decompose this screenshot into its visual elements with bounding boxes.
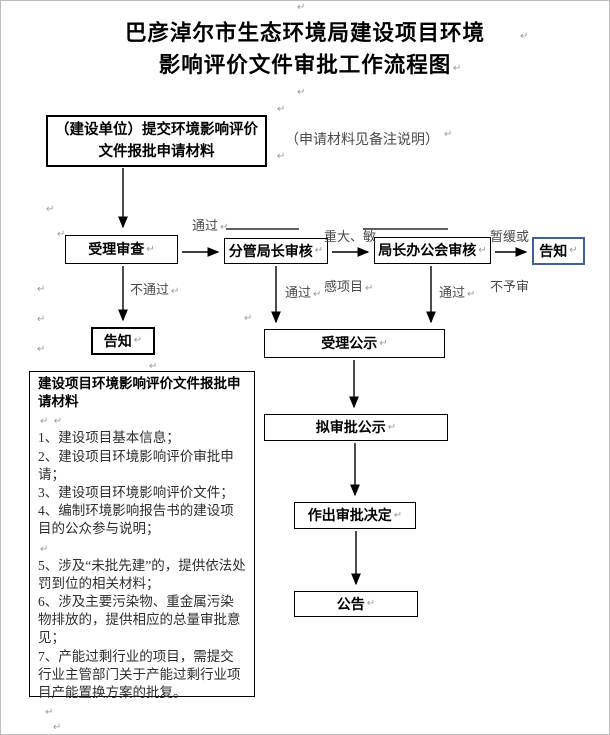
- page-title-line1: 巴彦淖尔市生态环境局建设项目环境: [124, 21, 485, 45]
- pilcrow-mark: ↵: [569, 245, 578, 257]
- deputy-director-review-box: 分管局长审核↵: [224, 238, 328, 264]
- pilcrow-mark: ↵: [37, 314, 46, 325]
- acceptance-publicity-box: 受理公示↵: [264, 329, 445, 358]
- pilcrow-mark: ↵: [53, 722, 62, 733]
- page-title-line2: 影响评价文件审批工作流程图: [158, 53, 452, 77]
- submit-materials-box: （建设单位）提交环境影响评价文件报批申请材料: [46, 115, 267, 167]
- pilcrow-mark: ↵: [478, 244, 487, 256]
- label-major-sensitive: 重大、敏 感项目↵: [324, 229, 377, 294]
- notify-box-left: 告知↵: [91, 327, 155, 355]
- page-title: 巴彦淖尔市生态环境局建设项目环境 影响评价文件审批工作流程图: [1, 17, 609, 81]
- announcement-box: 公告↵: [294, 591, 418, 617]
- notes-item-1: 1、建设项目基本信息；: [38, 430, 180, 446]
- proposed-approval-publicity-box: 拟审批公示↵: [264, 414, 448, 441]
- pilcrow-mark: ↵: [453, 63, 462, 74]
- pilcrow-mark: ↵: [37, 344, 46, 355]
- pilcrow-mark: ↵: [393, 509, 403, 521]
- pilcrow-mark: ↵: [297, 2, 306, 13]
- pilcrow-mark: ↵: [277, 151, 286, 162]
- label-pass-1: 通过↵: [192, 218, 229, 233]
- notes-item-4: 4、编制环境影响报告书的建设项目的公众参与说明；: [38, 503, 234, 537]
- side-note: （申请材料见备注说明）: [285, 133, 439, 148]
- notes-blank-line: ↵: [40, 543, 49, 555]
- pilcrow-mark: ↵: [366, 598, 376, 610]
- notes-item-2: 2、建设项目环境影响评价审批申请；: [38, 448, 234, 482]
- pilcrow-mark: ↵: [146, 243, 155, 255]
- pilcrow-mark: ↵: [520, 31, 529, 42]
- pilcrow-mark: ↵: [133, 335, 143, 347]
- submit-materials-label: （建设单位）提交环境影响评价文件报批申请材料: [55, 122, 258, 160]
- pilcrow-mark: ↵: [149, 361, 158, 372]
- notes-blank-line: ↵ ↵: [40, 416, 63, 428]
- pilcrow-mark: ↵: [297, 87, 306, 98]
- pilcrow-mark: ↵: [277, 104, 286, 115]
- pilcrow-mark: ↵: [444, 129, 453, 140]
- approval-decision-box: 作出审批决定↵: [294, 502, 416, 529]
- pilcrow-mark: ↵: [244, 313, 253, 324]
- pilcrow-mark: ↵: [37, 284, 46, 295]
- accept-review-box: 受理审查↵: [65, 235, 178, 264]
- notes-item-7: 7、产能过剩行业的项目，需提交行业主管部门关于产能过剩行业项目产能置换方案的批复…: [38, 648, 241, 701]
- label-pass-2: 通过↵: [285, 285, 322, 300]
- application-materials-notes-box: 建设项目环境影响评价文件报批申请材料 ↵ ↵ 1、建设项目基本信息； 2、建设项…: [29, 371, 255, 700]
- notify-box-right: 告知↵: [532, 237, 585, 265]
- label-fail: 不通过↵: [130, 282, 180, 297]
- label-pass-3: 通过↵: [439, 285, 476, 300]
- pilcrow-mark: ↵: [379, 337, 388, 349]
- pilcrow-mark: ↵: [387, 421, 397, 433]
- notes-title: 建设项目环境影响评价文件报批申请材料: [38, 376, 241, 410]
- pilcrow-mark: ↵: [46, 204, 55, 215]
- notes-item-5: 5、涉及“未批先建”的，提供依法处罚到位的相关材料；: [38, 557, 246, 591]
- pilcrow-mark: ↵: [57, 229, 66, 240]
- pilcrow-mark: ↵: [45, 707, 54, 718]
- pilcrow-mark: ↵: [314, 245, 324, 257]
- notes-item-6: 6、涉及主要污染物、重金属污染物排放的，提供相应的总量审批意见；: [38, 594, 241, 646]
- label-defer-or-refuse: 暂缓或 不予审: [490, 229, 530, 294]
- notes-item-3: 3、建设项目环境影响评价文件；: [38, 485, 234, 501]
- director-meeting-review-box: 局长办公会审核↵: [374, 237, 491, 264]
